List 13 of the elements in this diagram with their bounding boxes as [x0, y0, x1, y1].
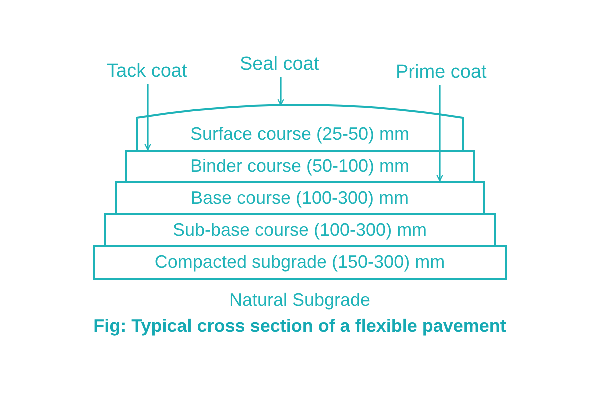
leader-arrow: [278, 77, 284, 106]
pavement-layer: Compacted subgrade (150-300) mm: [93, 245, 507, 280]
pavement-layer: Base course (100-300) mm: [115, 181, 485, 215]
layer-label: Surface course (25-50) mm: [189, 123, 411, 145]
pavement-layer: Sub-base course (100-300) mm: [104, 213, 496, 247]
callout-label: Tack coat: [107, 61, 188, 83]
callout-label: Prime coat: [396, 62, 487, 84]
figure-caption: Fig: Typical cross section of a flexible pavement: [92, 316, 508, 337]
pavement-layer: Binder course (50-100) mm: [125, 150, 475, 183]
leader-arrow: [436, 85, 444, 182]
leader-arrow: [144, 84, 152, 151]
callout-label: Seal coat: [240, 54, 320, 76]
layer-name: Natural Subgrade: [228, 289, 372, 311]
